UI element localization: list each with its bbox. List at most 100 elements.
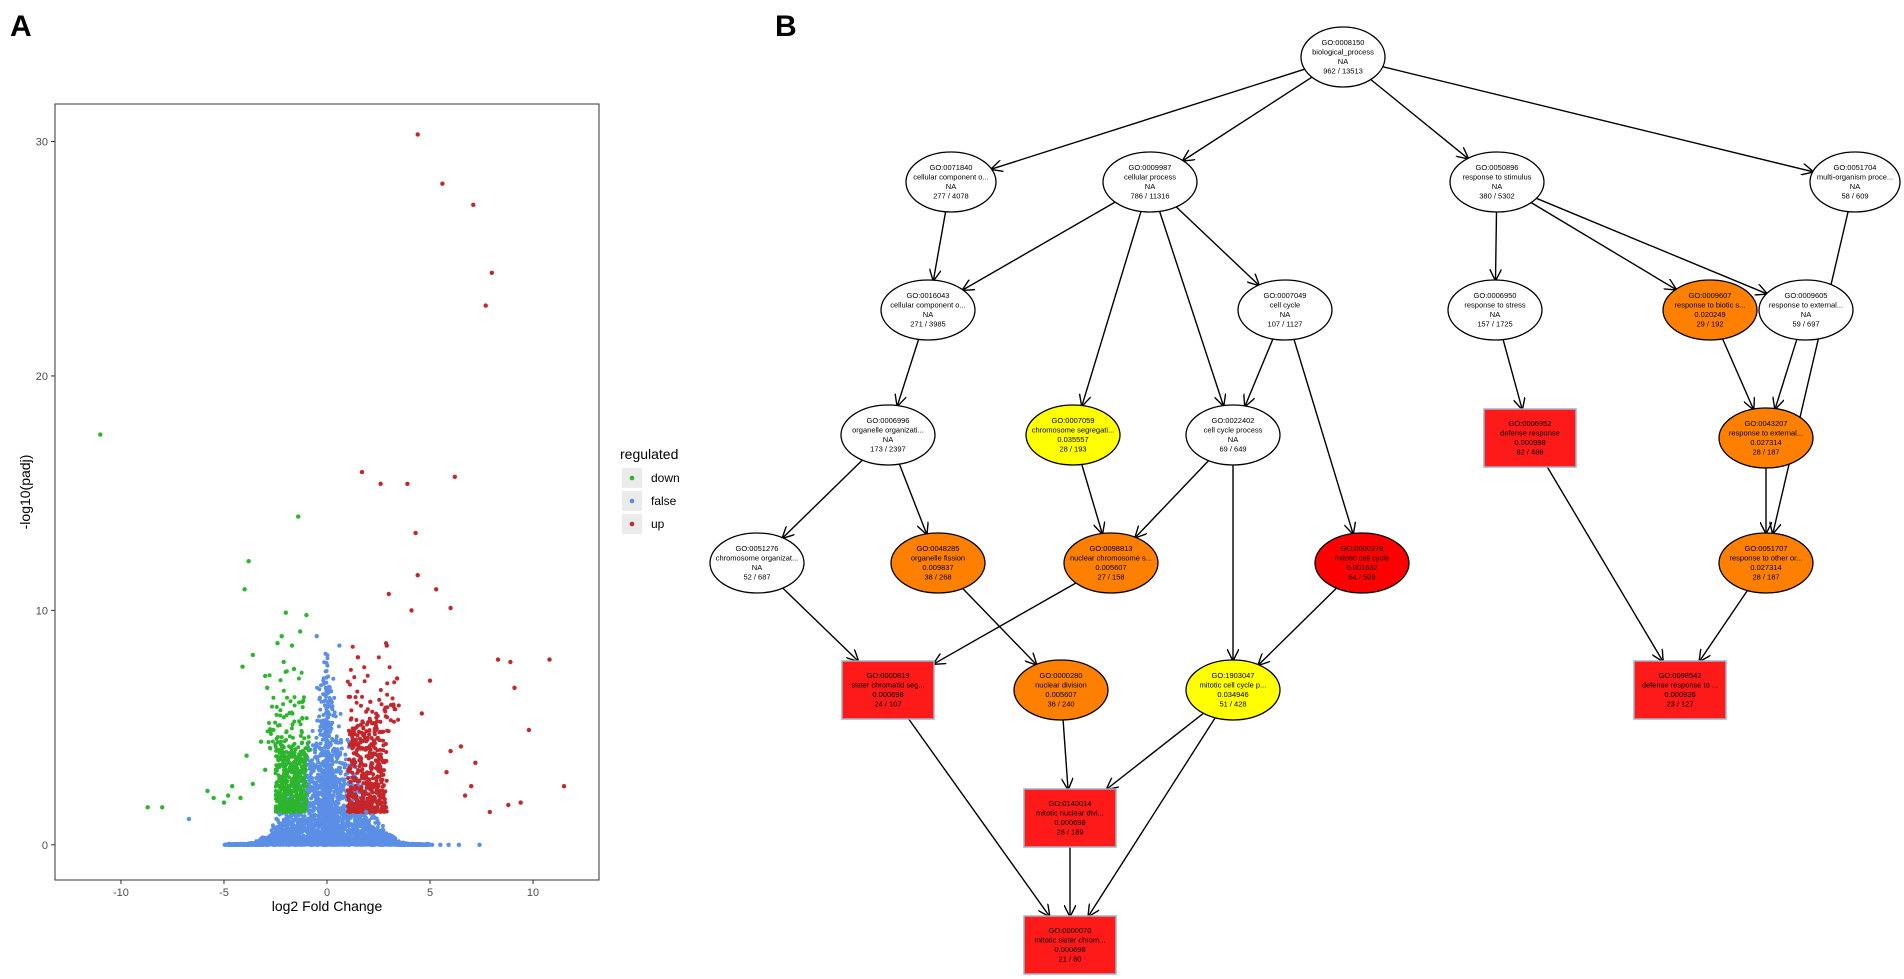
point-false xyxy=(343,825,347,830)
point-false xyxy=(327,712,332,717)
point-false xyxy=(283,842,288,847)
point-false xyxy=(292,827,297,832)
point-down xyxy=(277,765,282,769)
point-up xyxy=(377,754,382,759)
point-up xyxy=(419,711,424,716)
node-text-line: NA xyxy=(1490,310,1500,319)
point-false xyxy=(315,718,320,723)
point-up xyxy=(347,798,352,803)
point-up xyxy=(373,795,377,800)
edge-n_0000278-n_1903047 xyxy=(1259,587,1337,665)
node-text-line: cellular process xyxy=(1124,173,1176,182)
point-down xyxy=(275,641,280,646)
point-false xyxy=(336,788,341,793)
point-false xyxy=(279,825,284,830)
point-up xyxy=(373,752,378,756)
point-false xyxy=(334,799,339,804)
point-false xyxy=(352,833,357,838)
point-up xyxy=(358,736,362,741)
point-up xyxy=(368,795,373,800)
point-down xyxy=(299,757,304,762)
point-down xyxy=(291,666,297,672)
point-false xyxy=(370,832,375,837)
point-false xyxy=(309,830,314,835)
point-false xyxy=(329,816,334,821)
point-down xyxy=(291,798,296,803)
point-down xyxy=(291,794,296,799)
point-up xyxy=(353,793,358,798)
point-down xyxy=(273,744,278,749)
point-false xyxy=(313,818,318,823)
node-text-line: GO:0000278 xyxy=(1341,544,1384,553)
point-false xyxy=(302,841,307,846)
point-down xyxy=(292,785,297,790)
point-up xyxy=(518,800,523,805)
point-false xyxy=(359,821,364,826)
point-up xyxy=(352,675,357,680)
point-up xyxy=(415,132,420,137)
point-up xyxy=(350,785,354,790)
point-false xyxy=(332,695,337,700)
point-up xyxy=(462,793,468,798)
point-down xyxy=(284,762,289,766)
point-up xyxy=(352,764,357,768)
node-text-line: GO:0006996 xyxy=(867,416,910,425)
y-tick-label: 20 xyxy=(36,371,48,383)
point-up xyxy=(352,727,357,732)
node-text-line: GO:0000070 xyxy=(1049,926,1092,935)
node-text-line: 38 / 268 xyxy=(924,573,951,582)
point-false xyxy=(329,772,334,777)
point-up xyxy=(434,587,439,592)
edge-n_0009987-n_0016043 xyxy=(963,201,1116,290)
point-up xyxy=(353,783,358,788)
point-false xyxy=(309,776,314,780)
point-up xyxy=(378,719,383,724)
point-up xyxy=(396,703,401,708)
point-false xyxy=(325,653,330,658)
point-false xyxy=(446,842,451,847)
point-up xyxy=(354,800,359,804)
point-false xyxy=(343,752,348,757)
point-up xyxy=(363,763,368,768)
point-down xyxy=(284,783,289,788)
point-up xyxy=(377,798,382,802)
edge-n_0009987-n_0022402 xyxy=(1158,211,1224,405)
point-false xyxy=(393,839,398,844)
point-false xyxy=(345,817,350,822)
point-down xyxy=(274,767,279,772)
point-false xyxy=(325,794,330,799)
point-down xyxy=(292,774,297,779)
point-down xyxy=(293,804,298,809)
edge-n_0007049-n_0022402 xyxy=(1245,338,1274,406)
point-false xyxy=(321,799,326,803)
point-false xyxy=(313,831,318,836)
point-up xyxy=(378,481,383,486)
node-text-line: sister chromatid seg... xyxy=(851,681,924,690)
point-down xyxy=(238,795,243,801)
point-up xyxy=(383,805,388,810)
edge-n_0006996-n_0051276 xyxy=(783,459,863,538)
point-up xyxy=(371,790,375,795)
node-text-line: GO:0009987 xyxy=(1129,163,1172,172)
point-false xyxy=(318,741,323,746)
point-up xyxy=(361,720,365,725)
point-false xyxy=(295,818,300,823)
edge-n_0009987-n_0007059 xyxy=(1082,211,1142,405)
point-down xyxy=(280,748,285,753)
y-tick-label: 30 xyxy=(36,137,48,149)
edge-n_0022402-n_0098813 xyxy=(1135,460,1210,538)
edge-n_0000280-n_0140014 xyxy=(1063,719,1068,789)
point-false xyxy=(321,792,326,797)
node-text-line: 28 / 189 xyxy=(1056,828,1083,837)
edge-n_0051704-n_0051707 xyxy=(1773,211,1849,534)
point-down xyxy=(298,785,303,790)
node-text-line: mitotic sister chrom... xyxy=(1035,936,1106,945)
point-down xyxy=(281,715,286,720)
point-false xyxy=(301,814,306,819)
point-false xyxy=(361,831,366,836)
point-false xyxy=(380,823,385,828)
point-false xyxy=(325,799,330,804)
point-down xyxy=(270,704,274,709)
point-down xyxy=(270,739,275,744)
